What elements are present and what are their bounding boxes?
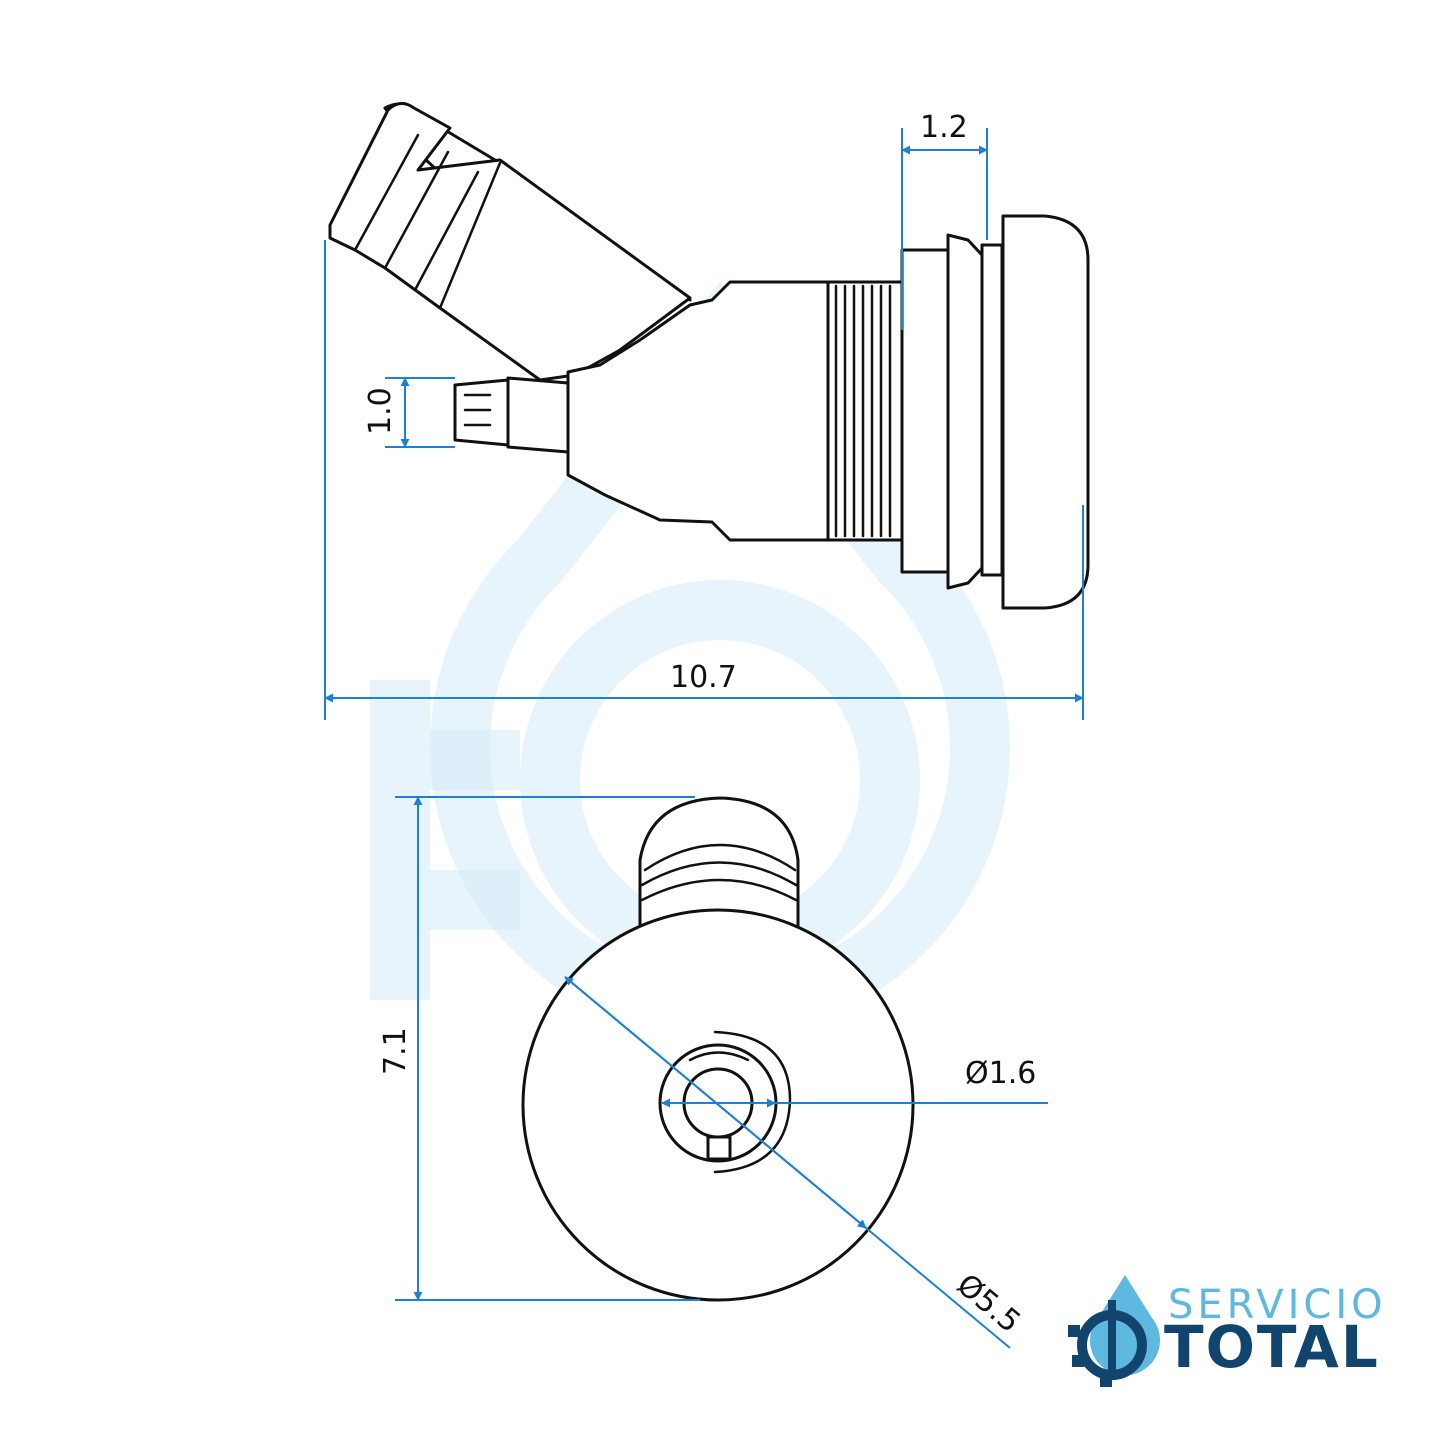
- washer: [946, 233, 984, 590]
- front-barb: [638, 796, 800, 937]
- gasket: [980, 243, 1004, 577]
- servicio-total-logo: SERVICIO TOTAL: [1068, 1275, 1387, 1387]
- face-flange: [1001, 214, 1090, 610]
- logo-text-servicio: SERVICIO: [1168, 1282, 1387, 1328]
- thread-lines: [834, 284, 892, 538]
- dim-label-inner: Ø1.6: [965, 1056, 1036, 1091]
- nut: [900, 248, 952, 574]
- logo-icon: [1068, 1275, 1160, 1387]
- dim-label-flange: 1.2: [920, 110, 968, 145]
- dim-label-nozzle: 1.0: [363, 387, 398, 435]
- dimension-lines: [324, 128, 1084, 1349]
- dim-label-height: 7.1: [378, 1027, 413, 1075]
- hose-barb: [328, 102, 692, 382]
- side-view: [328, 102, 1090, 610]
- dim-label-length: 10.7: [670, 660, 737, 695]
- air-nozzle: [453, 376, 570, 454]
- logo-text-total: TOTAL: [1164, 1313, 1380, 1381]
